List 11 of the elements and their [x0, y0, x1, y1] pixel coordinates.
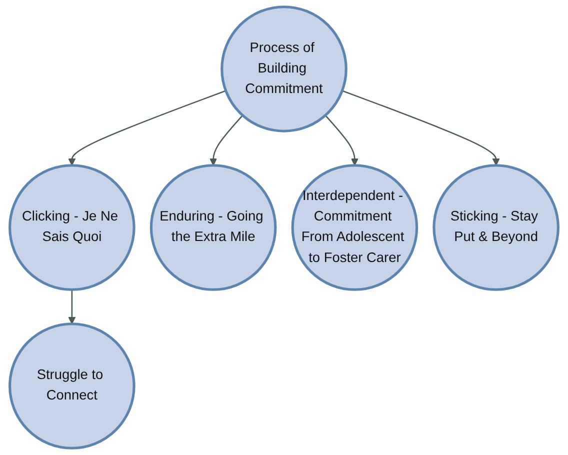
node-circle: Clicking - Je Ne Sais Quoi: [8, 164, 136, 291]
node-circle: Struggle to Connect: [8, 322, 136, 450]
node-circle: Enduring - Going the Extra Mile: [150, 164, 277, 291]
arrow: [324, 114, 358, 166]
arrow: [342, 90, 500, 166]
node-circle: Interdependent - Commitment From Adolescent to Foster Carer: [291, 164, 418, 291]
arrow: [68, 290, 76, 324]
node-circle: Sticking - Stay Put & Beyond: [432, 164, 560, 291]
arrow: [68, 90, 226, 166]
arrow: [210, 114, 244, 166]
node-circle: Process of Building Commitment: [220, 6, 348, 132]
